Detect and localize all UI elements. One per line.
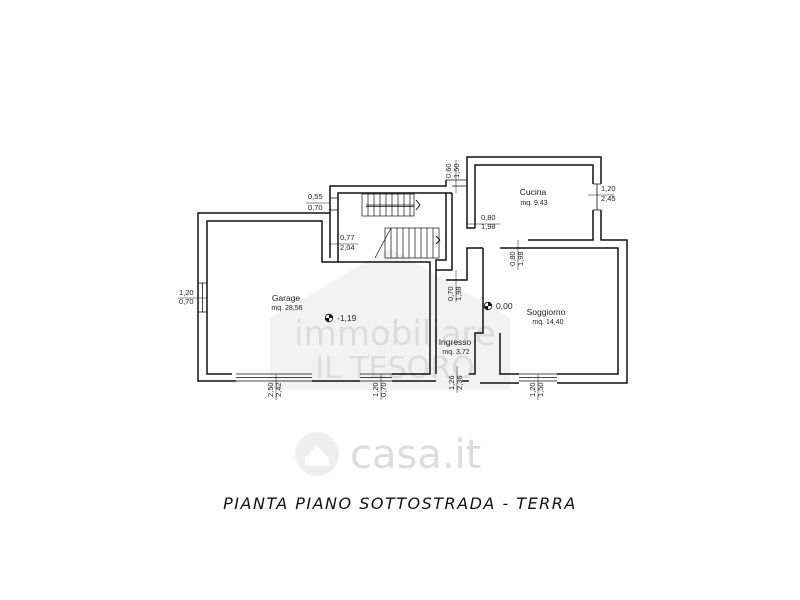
living-wall-inner xyxy=(499,247,619,375)
room-area-soggiorno: mq. 14,40 xyxy=(532,319,563,326)
watermark: immobiliare IL TESORO casa.it xyxy=(270,248,510,478)
room-area-garage: mq. 28,56 xyxy=(271,305,302,312)
level-markers xyxy=(324,301,493,323)
dim-stair-window-width: 0,55 xyxy=(308,192,323,201)
room-labels: Garage mq. 28,56 -1,19 Cucina mq. 9,43 S… xyxy=(271,187,565,356)
dim-hall-top-window-height: 1,50 xyxy=(452,163,461,178)
dim-living-door-height: 1,98 xyxy=(516,251,525,266)
stair-diagonal xyxy=(374,227,392,259)
room-name-ingresso: Ingresso xyxy=(439,337,472,347)
stair-lower-treads xyxy=(390,228,434,258)
watermark-house-icon xyxy=(270,248,510,390)
room-area-ingresso: mq. 3,72 xyxy=(442,349,469,356)
kitchen-window-right xyxy=(593,183,601,211)
dim-entrance-door-width: 1,26 xyxy=(447,375,456,390)
dim-garage-door-width: 2,50 xyxy=(266,382,275,397)
dim-hall-top-window-width: 0,60 xyxy=(444,163,453,178)
dim-garage-left-window-width: 1,20 xyxy=(179,288,194,297)
watermark-line3: casa.it xyxy=(350,432,481,478)
dim-stair-door-width: 0,77 xyxy=(340,233,355,242)
living-left-wall xyxy=(469,248,484,375)
room-area-cucina: mq. 9,43 xyxy=(520,200,547,207)
kitchen-wall-outer xyxy=(466,156,628,384)
stair-lower-flight xyxy=(384,227,440,259)
walls xyxy=(197,156,628,384)
garage-window-bottom xyxy=(360,373,392,382)
level-soggiorno: 0,00 xyxy=(496,301,513,311)
level-marker-icon xyxy=(483,301,493,311)
room-name-garage: Garage xyxy=(272,293,301,303)
watermark-line2: IL TESORO xyxy=(315,351,475,386)
dim-kitchen-door-width: 0,80 xyxy=(481,213,496,222)
garage-window-left xyxy=(198,282,207,313)
stair-right-wall-b xyxy=(436,193,453,271)
stair-outer-wall xyxy=(329,180,447,213)
dim-garage-bottom-window-width: 1,20 xyxy=(371,382,380,397)
stair-arrow-icon xyxy=(415,199,441,245)
dim-garage-bottom-window-height: 0,70 xyxy=(379,382,388,397)
dim-hall-door-height: 1,98 xyxy=(454,286,463,301)
dim-living-door-width: 0,80 xyxy=(508,251,517,266)
dimension-labels-vertical: 2,50 2,42 1,20 0,70 0,60 1,50 0,80 1,98 … xyxy=(266,160,545,400)
kitchen-wall-inner xyxy=(474,164,594,241)
dim-entrance-door-height: 2,36 xyxy=(455,375,464,390)
dim-kitchen-door-height: 1,98 xyxy=(481,222,496,231)
stair-upper-double xyxy=(366,204,414,207)
dim-kitchen-window-height: 2,45 xyxy=(601,194,616,203)
stair-window xyxy=(330,197,338,211)
dim-living-window-height: 1,50 xyxy=(536,382,545,397)
dim-garage-left-window-height: 0,70 xyxy=(179,297,194,306)
plan-caption: PIANTA PIANO SOTTOSTRADA - TERRA xyxy=(223,494,577,513)
garage-outer-wall xyxy=(197,212,331,382)
room-name-cucina: Cucina xyxy=(520,187,547,197)
level-garage: -1,19 xyxy=(337,313,357,323)
garage-inner-wall xyxy=(206,220,431,375)
stair-inner-wall xyxy=(337,192,452,262)
room-name-soggiorno: Soggiorno xyxy=(527,307,566,317)
dim-living-window-width: 1,20 xyxy=(528,382,537,397)
dim-stair-door-height: 2,04 xyxy=(340,243,355,252)
dim-hall-door-width: 0,70 xyxy=(446,286,455,301)
stairs xyxy=(361,193,441,259)
dim-kitchen-window-width: 1,20 xyxy=(601,184,616,193)
garage-door-opening xyxy=(236,373,312,382)
hall-top-window xyxy=(446,179,467,187)
dim-garage-door-height: 2,42 xyxy=(274,382,283,397)
dimension-labels: 0,55 0,70 0,77 2,04 1,20 0,70 0,80 1,98 … xyxy=(178,184,616,306)
level-marker-icon xyxy=(324,313,334,323)
hall-wall xyxy=(435,180,483,374)
watermark-line1: immobiliare xyxy=(294,314,495,354)
watermark-logo-house-icon xyxy=(305,446,329,466)
dim-stair-window-height: 0,70 xyxy=(308,203,323,212)
stair-right-wall xyxy=(435,193,447,283)
